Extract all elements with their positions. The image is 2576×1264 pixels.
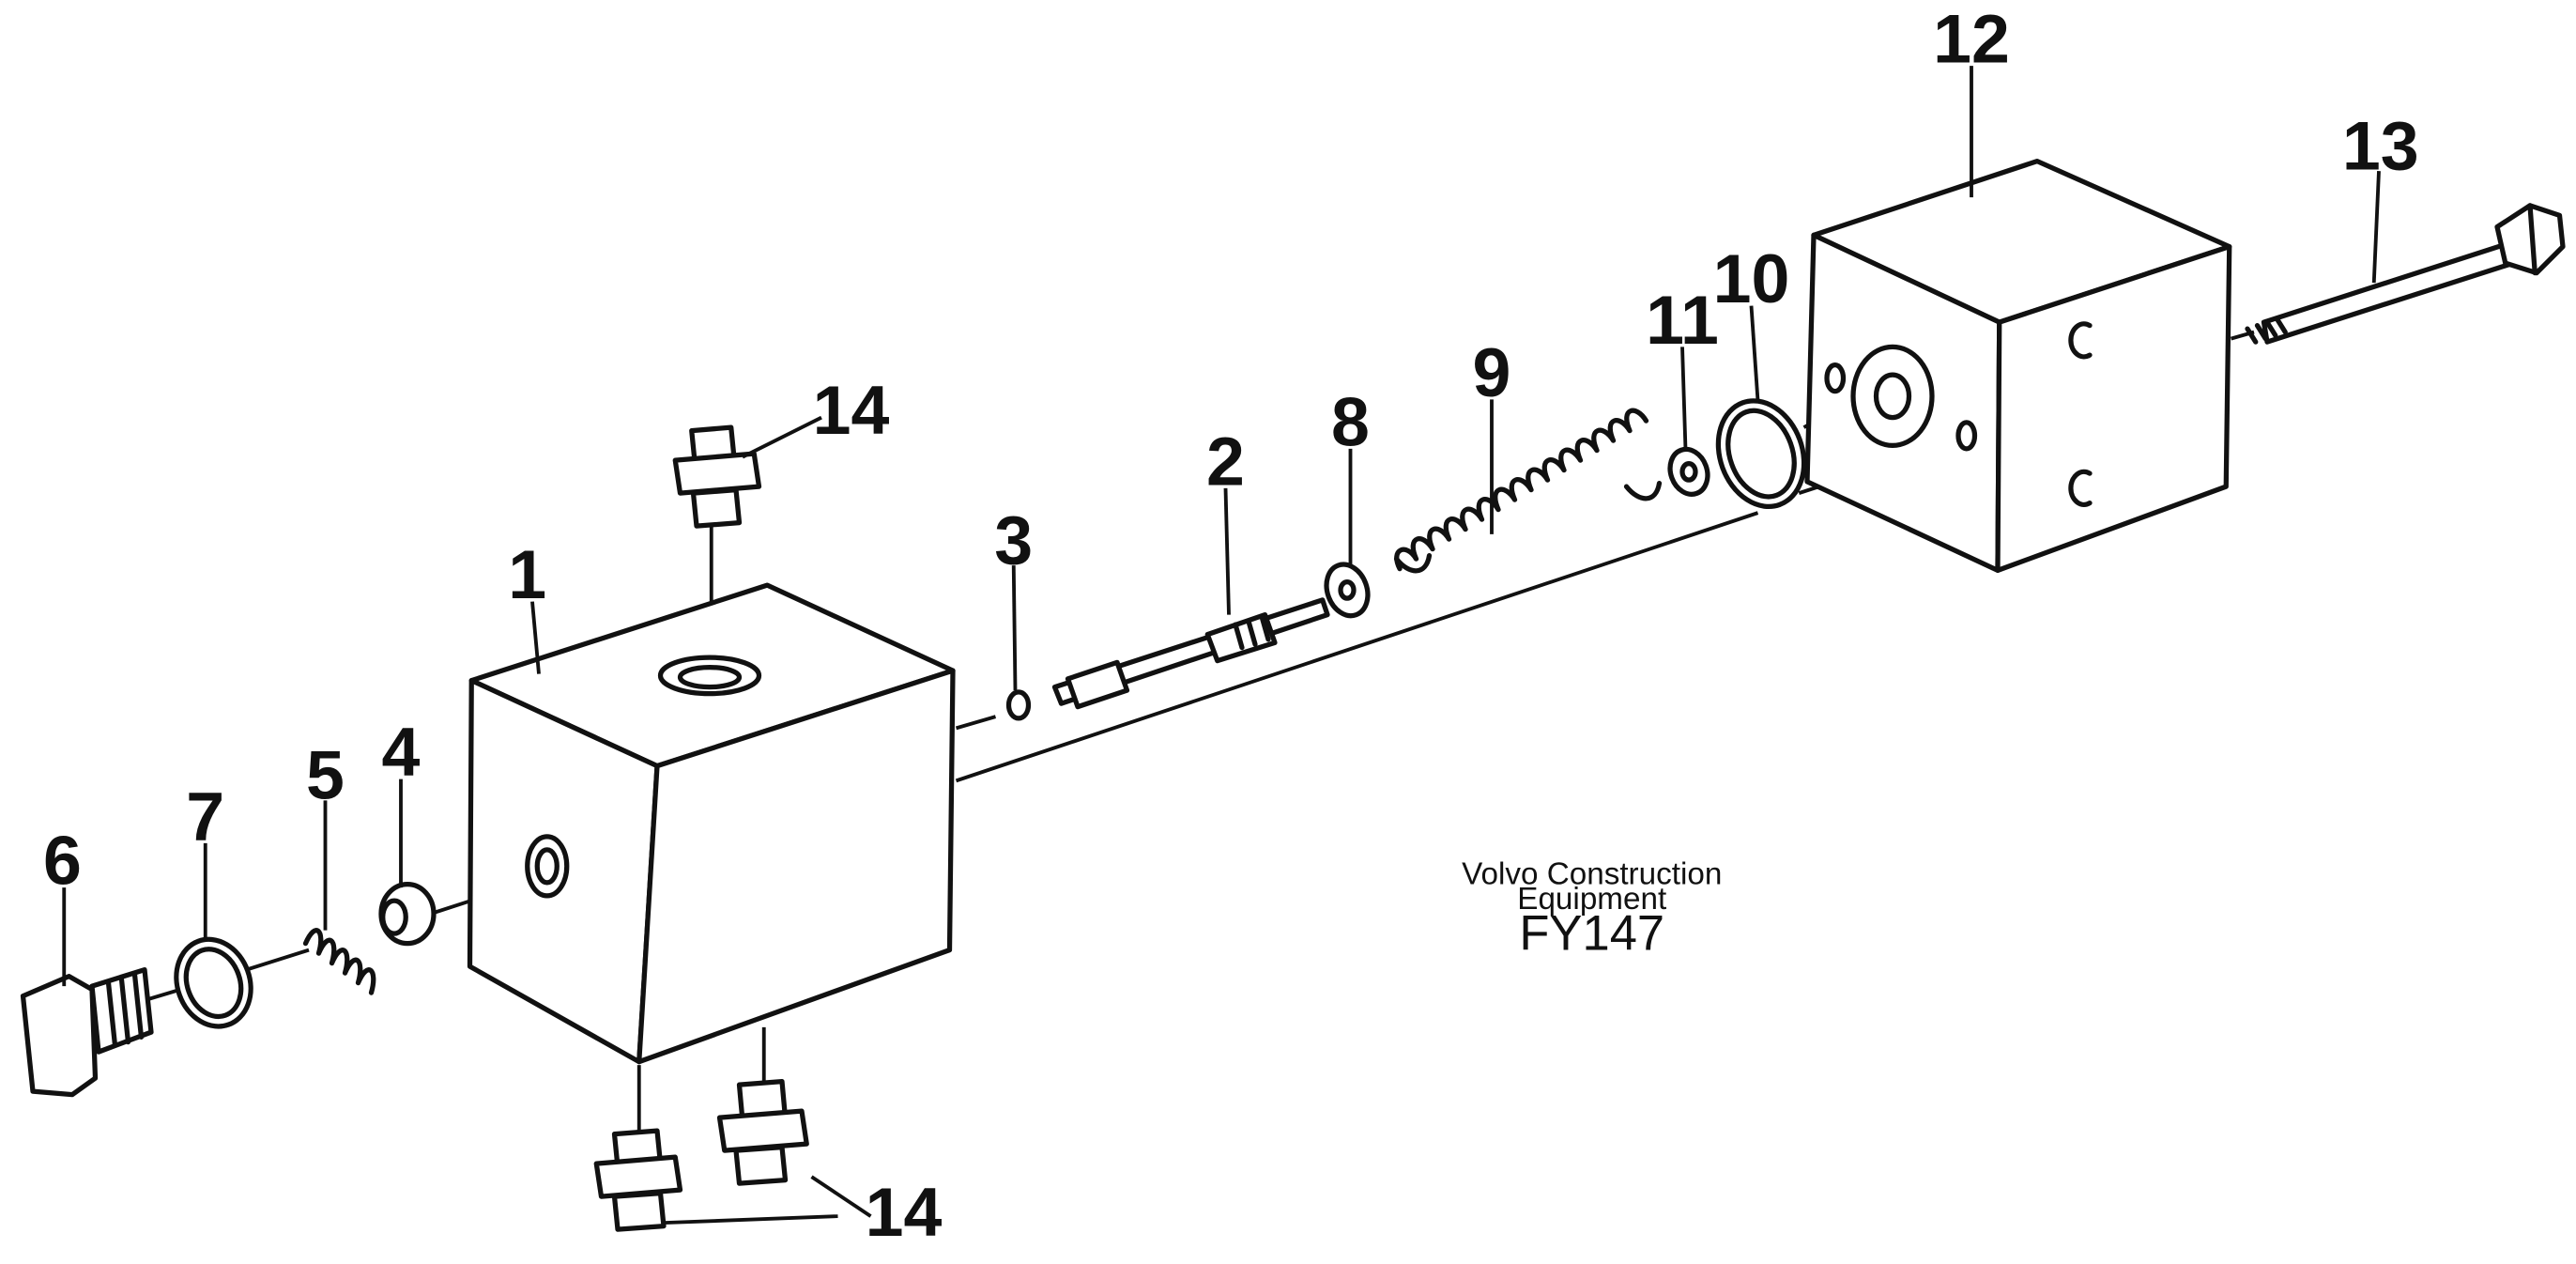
callout-8: 8 — [1331, 382, 1370, 460]
callout-2: 2 — [1206, 422, 1245, 500]
fitting-bottom-right — [716, 1079, 809, 1186]
sleeve — [378, 882, 437, 947]
seal-ring — [1715, 398, 1807, 510]
callout-9: 9 — [1473, 333, 1511, 411]
callout-14-bottom: 14 — [866, 1173, 943, 1251]
caption-line-2: Equipment — [1517, 882, 1666, 917]
spring-washer — [1324, 562, 1371, 619]
callout-7: 7 — [186, 777, 224, 855]
drawing-caption: Volvo Construction Equipment FY147 — [1462, 857, 1722, 962]
callout-11: 11 — [1646, 281, 1719, 359]
valve-body-left — [467, 582, 956, 1065]
small-spring — [302, 928, 376, 995]
valve-spool — [1051, 597, 1330, 710]
fitting-top — [672, 424, 762, 529]
plug-seal-ring — [174, 936, 253, 1029]
valve-body-right — [1804, 158, 2232, 573]
plug — [20, 967, 154, 1098]
callout-13: 13 — [2342, 106, 2419, 184]
callout-labels: 1 2 3 4 5 6 7 8 9 10 11 12 13 14 14 — [43, 0, 2419, 1251]
callout-6: 6 — [43, 822, 82, 900]
callout-14-top: 14 — [813, 371, 890, 449]
callout-1: 1 — [508, 535, 546, 613]
callout-5: 5 — [306, 736, 345, 814]
washer — [1667, 446, 1710, 497]
caption-code: FY147 — [1519, 906, 1664, 962]
caption-line-1: Volvo Construction — [1462, 857, 1722, 892]
callout-4: 4 — [382, 713, 421, 791]
o-ring-small — [1005, 689, 1032, 721]
callout-3: 3 — [994, 501, 1033, 578]
main-spring — [1393, 408, 1663, 574]
callout-12: 12 — [1933, 0, 2010, 78]
fitting-bottom-left — [593, 1128, 683, 1232]
long-bolt — [2245, 203, 2566, 345]
leader-lines — [62, 66, 2381, 1225]
callout-10: 10 — [1713, 239, 1790, 317]
